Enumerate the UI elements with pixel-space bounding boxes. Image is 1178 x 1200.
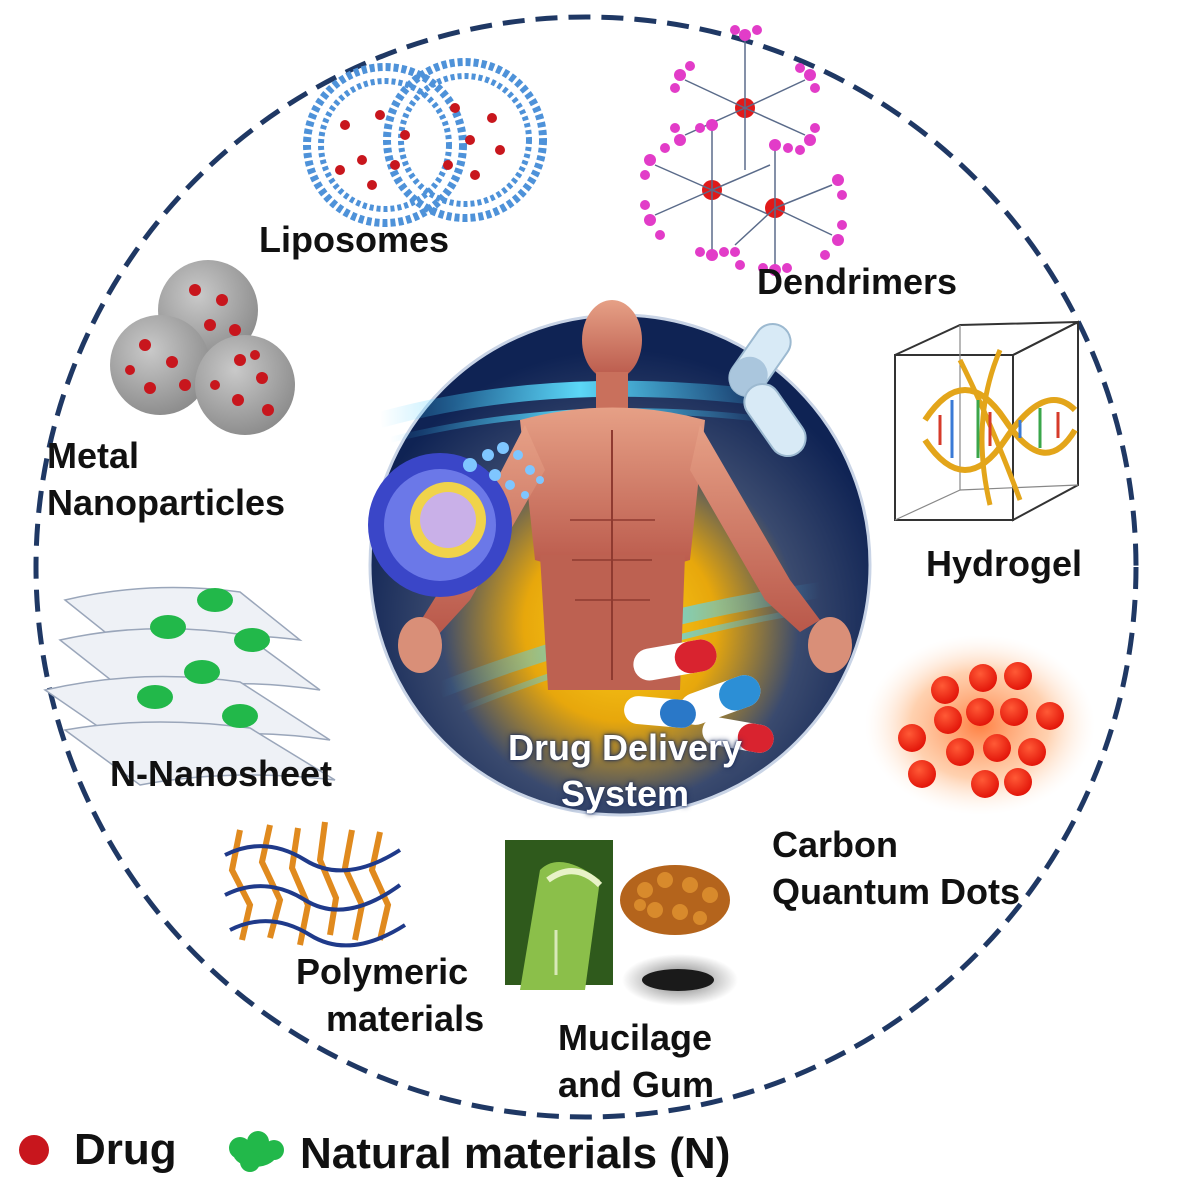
center-label-line2: System [560,773,690,814]
mucilage-gum-label-line2: and Gum [558,1064,715,1105]
liposomes-label: Liposomes [259,219,450,260]
legend-drug-label: Drug [74,1125,177,1174]
liposomes-graphic [303,58,547,227]
polymeric-materials-label-line1: Polymeric [296,951,469,992]
metal-nanoparticles-label-line2: Nanoparticles [47,482,286,523]
center-capsules [624,322,807,753]
legend-drug-dot [19,1135,49,1165]
mucilage-gum-graphic [505,840,738,1006]
dendrimers-graphic [640,25,847,276]
carbon-quantum-dots-graphic [865,635,1095,815]
hydrogel-graphic [894,320,1079,522]
outer-dashed-ring [33,14,1139,1120]
mucilage-gum-label-line1: Mucilage [558,1017,713,1058]
metal-nanoparticles-graphic [110,260,295,435]
n-nanosheet-label: N-Nanosheet [110,753,333,794]
center-liposome-graphic [368,442,544,597]
legend-natural-blob [229,1131,284,1172]
metal-nanoparticles-label-line1: Metal [47,435,140,476]
carbon-quantum-dots-label-line2: Quantum Dots [772,871,1020,912]
n-nanosheet-graphic [43,586,336,786]
center-label-line1: Drug Delivery [507,727,743,768]
polymeric-materials-label-line2: materials [326,998,485,1039]
polymeric-materials-graphic [224,821,407,948]
legend-natural-label: Natural materials (N) [300,1129,731,1178]
dendrimers-label: Dendrimers [757,261,958,302]
carbon-quantum-dots-label-line1: Carbon [772,824,898,865]
hydrogel-label: Hydrogel [926,543,1083,584]
